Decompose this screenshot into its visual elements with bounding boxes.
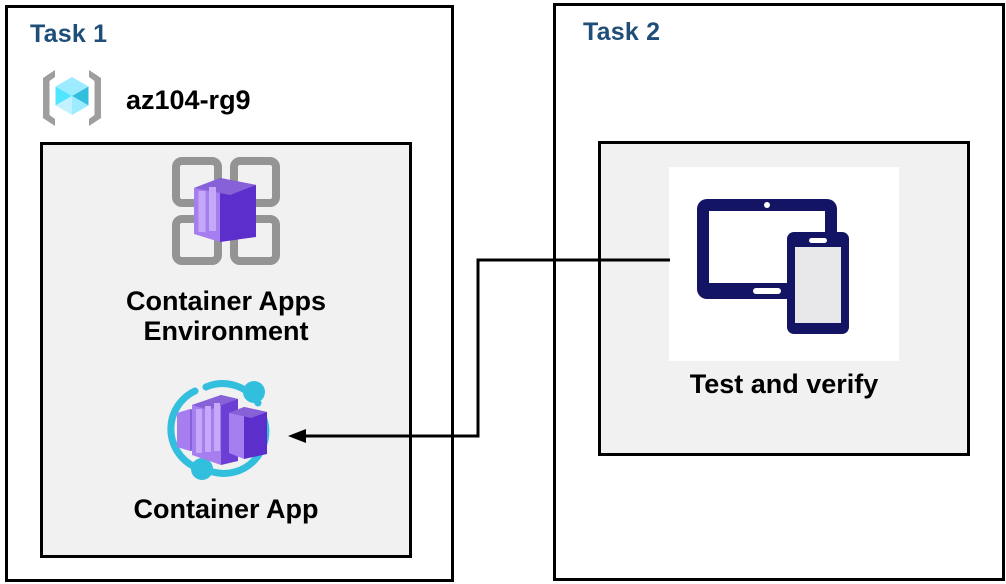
container-app-label: Container App [133,494,319,524]
container-apps-environment-icon [164,155,288,278]
node-container-apps-environment: Container Apps Environment [46,155,406,346]
container-apps-environment-label: Container Apps Environment [125,286,326,347]
devices-icon-plate [669,167,899,361]
task-1-title: Task 1 [30,20,108,48]
resource-group-icon [36,62,108,139]
devices-icon [689,187,879,342]
node-test-and-verify: Test and verify [604,167,964,399]
node-container-app: Container App [46,373,406,524]
test-and-verify-label: Test and verify [689,369,879,399]
task-2-title: Task 2 [583,18,661,46]
container-app-icon [161,373,291,490]
resource-group-name: az104-rg9 [126,85,251,115]
resource-group-row: az104-rg9 [36,62,251,139]
